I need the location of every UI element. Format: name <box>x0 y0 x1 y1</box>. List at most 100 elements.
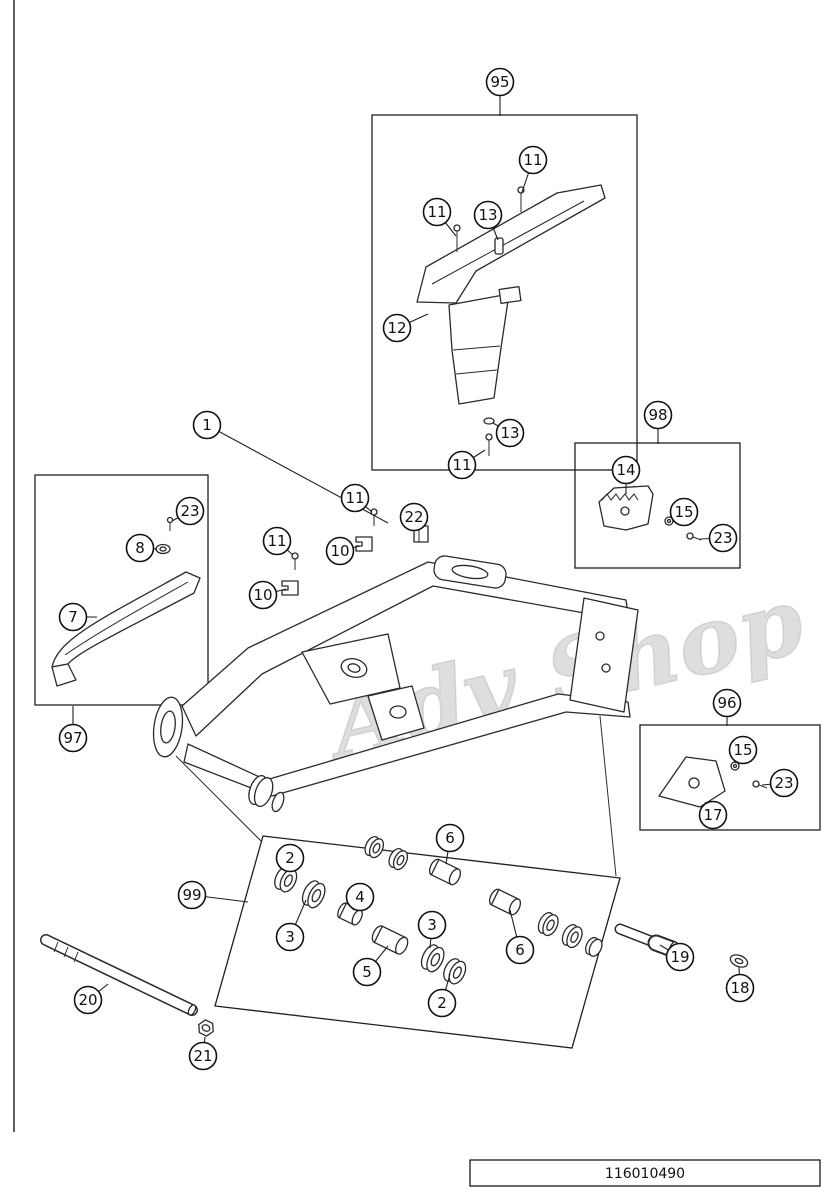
callout-circle <box>188 1041 218 1071</box>
pivot-tube <box>152 696 184 758</box>
callout-23: 23 <box>769 768 799 798</box>
callout-number: 3 <box>285 928 295 946</box>
callout-98: 98 <box>643 400 673 430</box>
callout-circle <box>485 67 515 97</box>
nut-icon <box>198 1019 214 1037</box>
bearing-kit-drawing <box>274 835 603 985</box>
callout-circle <box>399 502 429 532</box>
callout-number: 98 <box>648 406 667 424</box>
callout-number: 14 <box>616 461 635 479</box>
callout-number: 11 <box>345 489 364 507</box>
callout-number: 1 <box>202 416 212 434</box>
callout-number: 95 <box>490 73 509 91</box>
callout-20: 20 <box>73 985 103 1015</box>
callout-number: 97 <box>63 729 82 747</box>
callout-circle <box>58 723 88 753</box>
callout-number: 11 <box>267 532 286 550</box>
callout-circle <box>435 823 465 853</box>
callout-6: 6 <box>505 935 535 965</box>
callout-circle <box>345 882 375 912</box>
callout-3: 3 <box>417 910 447 940</box>
assembly-mapping-lines <box>175 715 617 877</box>
callout-circle <box>495 418 525 448</box>
callout-23: 23 <box>175 496 205 526</box>
callout-number: 12 <box>387 319 406 337</box>
callout-circle <box>352 957 382 987</box>
callout-10: 10 <box>248 580 278 610</box>
callout-5: 5 <box>352 957 382 987</box>
callout-circle <box>728 735 758 765</box>
callout-number: 11 <box>523 151 542 169</box>
bolt-icon <box>752 780 760 788</box>
callout-number: 13 <box>500 424 519 442</box>
callout-11: 11 <box>518 145 548 175</box>
callout-18: 18 <box>725 973 755 1003</box>
callout-circle <box>275 843 305 873</box>
callout-circle <box>175 496 205 526</box>
callout-23: 23 <box>708 523 738 553</box>
screw-icon <box>453 186 525 456</box>
callout-number: 6 <box>515 941 525 959</box>
callout-3: 3 <box>275 922 305 952</box>
part-number: 116010490 <box>605 1166 685 1182</box>
callout-15: 15 <box>669 497 699 527</box>
callout-number: 3 <box>427 916 437 934</box>
callout-circle <box>325 536 355 566</box>
box-95 <box>371 114 638 471</box>
callout-circle <box>769 768 799 798</box>
callout-circle <box>177 880 207 910</box>
callout-circle <box>643 400 673 430</box>
callout-number: 96 <box>717 694 736 712</box>
callout-number: 7 <box>68 608 78 626</box>
callout-circle <box>698 800 728 830</box>
callout-number: 11 <box>427 203 446 221</box>
callout-21: 21 <box>188 1041 218 1071</box>
callout-number: 18 <box>730 979 749 997</box>
callout-number: 2 <box>437 994 447 1012</box>
callout-4: 4 <box>345 882 375 912</box>
callout-97: 97 <box>58 723 88 753</box>
callout-22: 22 <box>399 502 429 532</box>
callout-96: 96 <box>712 688 742 718</box>
callout-number: 5 <box>362 963 372 981</box>
callout-circle <box>382 313 412 343</box>
callout-15: 15 <box>728 735 758 765</box>
callout-8: 8 <box>125 533 155 563</box>
callout-2: 2 <box>275 843 305 873</box>
callout-number: 17 <box>703 806 722 824</box>
callout-number: 99 <box>182 886 201 904</box>
callout-11: 11 <box>262 526 292 556</box>
callout-6: 6 <box>435 823 465 853</box>
washer-icon <box>729 954 749 968</box>
callout-circle <box>340 483 370 513</box>
callout-number: 23 <box>180 502 199 520</box>
callout-circle <box>417 910 447 940</box>
callout-circle <box>447 450 477 480</box>
callout-circle <box>58 602 88 632</box>
callout-1: 1 <box>192 410 222 440</box>
callout-7: 7 <box>58 602 88 632</box>
callout-circle <box>422 197 452 227</box>
chain-guide-clamp <box>281 525 429 596</box>
part-number-box: 116010490 <box>469 1159 821 1187</box>
callout-circle <box>427 988 457 1018</box>
callout-11: 11 <box>447 450 477 480</box>
callout-circle <box>725 973 755 1003</box>
callout-number: 23 <box>713 529 732 547</box>
callout-circle <box>125 533 155 563</box>
callout-11: 11 <box>340 483 370 513</box>
callout-number: 22 <box>404 508 423 526</box>
callout-circle <box>192 410 222 440</box>
chain-slider-drawing <box>51 516 201 687</box>
callout-number: 15 <box>733 741 752 759</box>
callout-number: 13 <box>478 206 497 224</box>
swingarm-axle-drawing <box>40 934 214 1037</box>
callout-17: 17 <box>698 800 728 830</box>
chain-guard-drawing <box>416 184 606 456</box>
callout-number: 10 <box>330 542 349 560</box>
callout-number: 10 <box>253 586 272 604</box>
callout-number: 21 <box>193 1047 212 1065</box>
callout-number: 11 <box>452 456 471 474</box>
